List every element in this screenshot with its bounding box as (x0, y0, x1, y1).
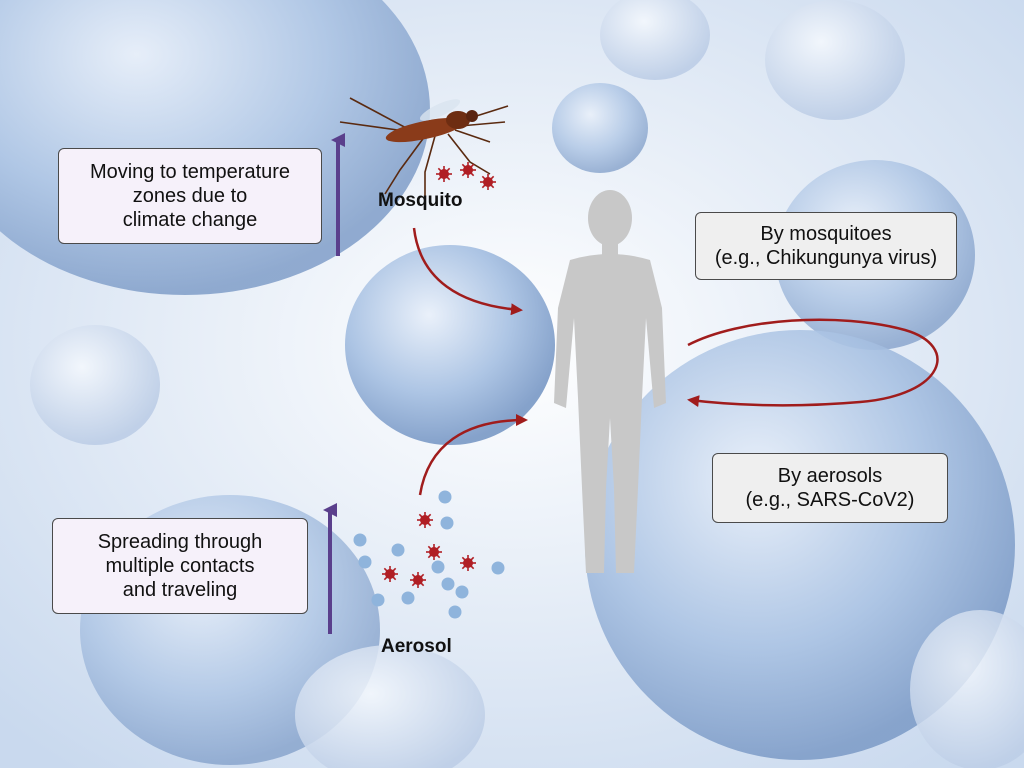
aerosol-droplet-icon (431, 560, 445, 574)
spreading-box: Spreading through multiple contacts and … (52, 518, 308, 614)
aerosol-droplet-icon (448, 605, 462, 619)
virus-particle-icon (436, 166, 452, 182)
box-line: By mosquitoes (760, 223, 892, 245)
aerosol-droplet-icon (455, 585, 469, 599)
box-line: Spreading through (97, 531, 263, 553)
cell (295, 645, 485, 768)
aerosol-droplet-icon (401, 591, 415, 605)
virus-particle-icon (426, 544, 442, 560)
circular-transmission-arrow (687, 318, 939, 408)
mosquito-label: Mosquito (378, 190, 463, 211)
aerosol-droplet-icon (391, 543, 405, 557)
climate-change-box: Moving to temperature zones due to clima… (58, 148, 322, 244)
virus-particle-icon (460, 162, 476, 178)
aerosol-droplet-icon (371, 593, 385, 607)
aerosol-label: Aerosol (381, 636, 452, 657)
box-line: zones due to (132, 185, 248, 207)
box-line: multiple contacts (105, 555, 255, 577)
cell (910, 610, 1024, 768)
virus-particle-icon (480, 174, 496, 190)
aerosol-droplet-icon (491, 561, 505, 575)
virus-particle-icon (410, 572, 426, 588)
mosquito-to-human-arrow (412, 227, 523, 316)
aerosol-droplet-icon (358, 555, 372, 569)
box-line: (e.g., Chikungunya virus) (714, 247, 938, 269)
virus-particle-icon (382, 566, 398, 582)
cell (552, 83, 648, 173)
cell (600, 0, 710, 80)
by-mosquitoes-box: By mosquitoes (e.g., Chikungunya virus) (695, 212, 957, 280)
aerosol-to-human-arrow (418, 414, 528, 496)
box-line: By aerosols (777, 465, 883, 487)
aerosol-droplet-icon (441, 577, 455, 591)
virus-particle-icon (417, 512, 433, 528)
aerosol-droplet-icon (440, 516, 454, 530)
cell (585, 330, 1015, 760)
human-silhouette-icon (554, 190, 666, 573)
cell (345, 245, 555, 445)
box-line: (e.g., SARS-CoV2) (745, 489, 915, 511)
cell (30, 325, 160, 445)
by-aerosols-box: By aerosols (e.g., SARS-CoV2) (712, 453, 948, 523)
box-line: climate change (122, 209, 258, 231)
cell (765, 0, 905, 120)
box-line: Moving to temperature (89, 161, 291, 183)
virus-particle-icon (460, 555, 476, 571)
box-line: and traveling (122, 579, 238, 601)
mosquito-icon (339, 97, 509, 196)
aerosol-droplet-icon (353, 533, 367, 547)
aerosol-droplet-icon (438, 490, 452, 504)
